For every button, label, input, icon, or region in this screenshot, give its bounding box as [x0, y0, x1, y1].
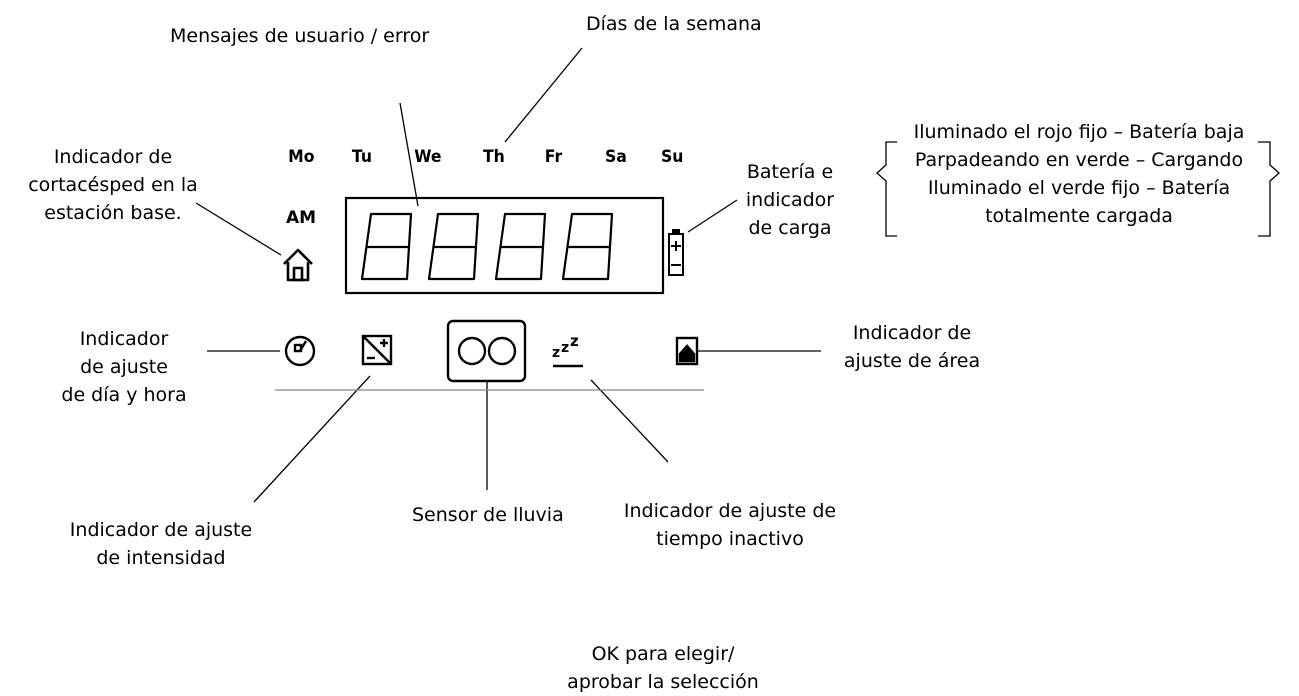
day-we: We — [414, 147, 442, 167]
label-sensor-lluvia: Sensor de lluvia — [412, 504, 564, 526]
digit-4 — [561, 212, 614, 281]
svg-text:z: z — [570, 332, 579, 350]
digit-2 — [427, 212, 480, 281]
day-th: Th — [482, 147, 505, 167]
label-area: Indicador de ajuste de área — [843, 322, 981, 372]
sleep-zzz-icon: z z z — [552, 332, 583, 368]
leader-intensidad — [253, 375, 371, 503]
leader-indicador-base — [195, 202, 282, 256]
day-tu: Tu — [351, 147, 372, 167]
home-icon — [283, 248, 313, 282]
battery-icon — [668, 229, 684, 276]
clock-icon — [284, 335, 316, 367]
svg-text:z: z — [552, 345, 560, 361]
label-intensidad: Indicador de ajuste de intensidad — [69, 519, 253, 569]
label-dias-semana: Días de la semana — [586, 13, 762, 35]
leader-dias — [504, 47, 583, 143]
leader-inactivo — [590, 379, 669, 463]
right-brace — [1258, 141, 1280, 237]
label-indicador-base: Indicador de cortacésped en la estación … — [28, 146, 198, 224]
day-sa: Sa — [604, 147, 627, 167]
rain-sensor-icon — [446, 319, 527, 383]
day-mo: Mo — [288, 147, 315, 167]
leader-mensajes — [399, 102, 419, 207]
label-ok: OK para elegir/ aprobar la selección — [567, 643, 759, 693]
label-estados-bateria: Iluminado el rojo fijo – Batería baja Pa… — [913, 121, 1245, 227]
left-brace — [876, 141, 897, 237]
day-fr: Fr — [544, 147, 563, 167]
label-inactivo: Indicador de ajuste de tiempo inactivo — [623, 500, 837, 550]
am-indicator: AM — [286, 208, 317, 228]
digit-1 — [360, 212, 413, 281]
day-su: Su — [660, 147, 684, 167]
svg-text:z: z — [561, 340, 569, 356]
label-dia-hora: Indicador de ajuste de día y hora — [61, 328, 187, 406]
label-bateria: Batería e indicador de carga — [745, 161, 835, 239]
label-mensajes: Mensajes de usuario / error — [170, 25, 430, 47]
intensity-icon — [361, 334, 393, 366]
digit-3 — [494, 212, 547, 281]
area-icon — [675, 336, 699, 366]
leader-bateria — [687, 199, 738, 233]
digit-display-frame — [344, 196, 665, 295]
